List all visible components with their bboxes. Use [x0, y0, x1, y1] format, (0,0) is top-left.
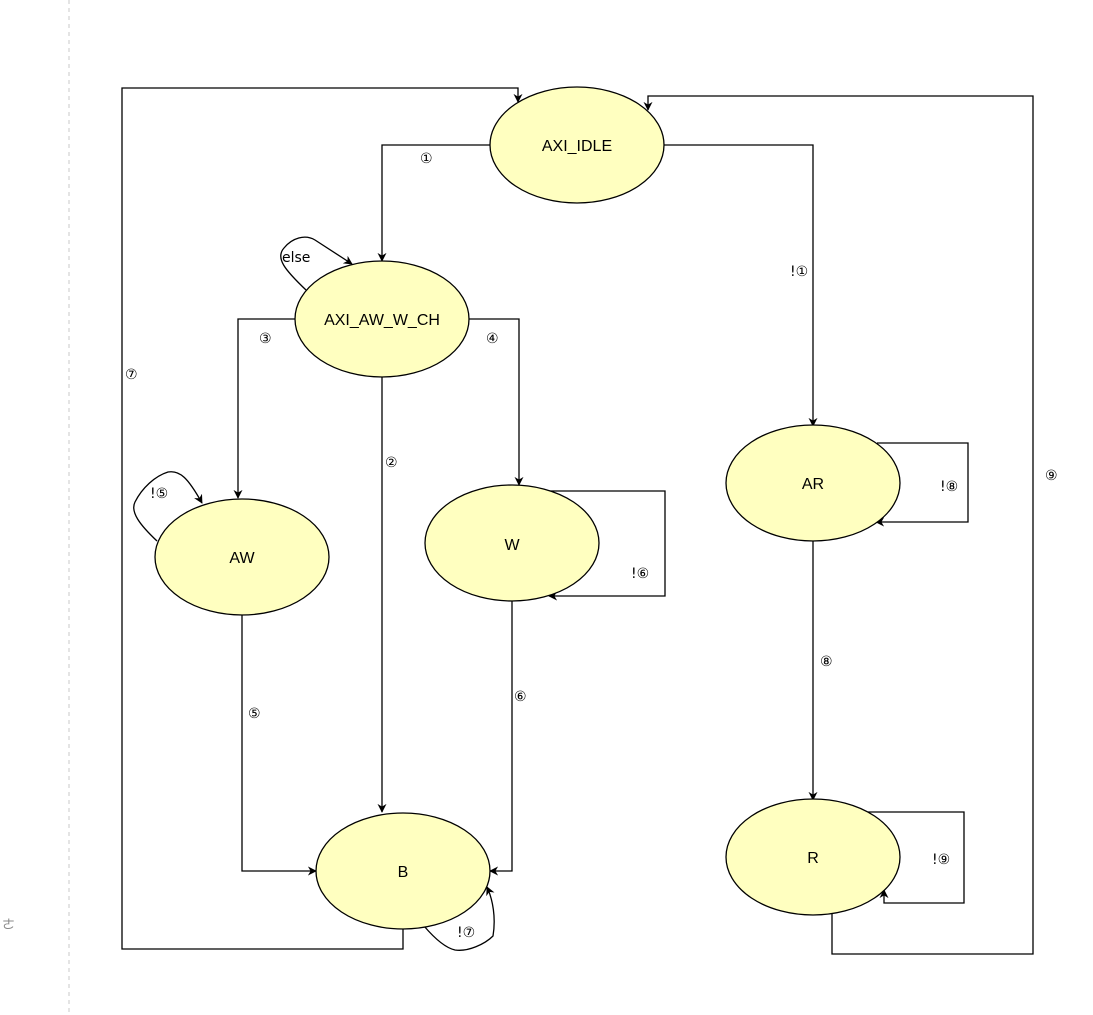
- edge-r-to-idle: [643, 95, 1034, 955]
- label-b-self: !⑦: [457, 925, 475, 941]
- label-ar-self: !⑧: [940, 479, 958, 495]
- label-awwch-to-w: ④: [486, 331, 499, 347]
- edge-w-to-b: [489, 601, 513, 876]
- label-w-to-b: ⑥: [514, 689, 527, 705]
- state-b-label: B: [398, 864, 409, 881]
- edge-w-self: [548, 490, 666, 601]
- side-mark-text: ㄜ: [2, 918, 15, 933]
- edge-idle-to-ar: [664, 144, 818, 427]
- edge-awwch-to-w: [469, 318, 524, 486]
- state-axi-idle[interactable]: AXI_IDLE: [489, 86, 665, 204]
- state-ar[interactable]: AR: [725, 424, 901, 542]
- label-b-to-idle: ⑦: [125, 367, 138, 383]
- edge-ar-self: [875, 442, 969, 527]
- label-idle-to-awwch: ①: [420, 151, 433, 167]
- state-b[interactable]: B: [315, 812, 491, 930]
- state-axi-aw-w-ch[interactable]: AXI_AW_W_CH: [294, 260, 470, 378]
- label-r-self: !⑨: [932, 852, 950, 868]
- edge-idle-to-awwch: [377, 144, 490, 262]
- label-r-to-idle: ⑨: [1045, 468, 1058, 484]
- edge-aw-self: [133, 471, 203, 542]
- label-w-self: !⑥: [631, 566, 649, 582]
- edge-aw-to-b: [241, 615, 317, 876]
- edge-b-self: [423, 886, 495, 951]
- label-idle-to-ar: !①: [790, 264, 808, 280]
- state-aw[interactable]: AW: [154, 498, 330, 616]
- label-awwch-self: else: [282, 250, 310, 266]
- state-w-label: W: [504, 537, 520, 554]
- label-ar-to-r: ⑧: [820, 654, 833, 670]
- label-awwch-to-aw: ③: [259, 331, 272, 347]
- state-axi-aw-w-ch-label: AXI_AW_W_CH: [324, 312, 440, 329]
- state-r-label: R: [807, 850, 819, 867]
- edge-awwch-to-aw: [233, 318, 296, 499]
- state-w[interactable]: W: [424, 484, 600, 602]
- edge-awwch-self: [280, 236, 353, 291]
- state-aw-label: AW: [229, 550, 255, 567]
- label-aw-to-b: ⑤: [248, 706, 261, 722]
- label-aw-self: !⑤: [150, 486, 168, 502]
- state-axi-idle-label: AXI_IDLE: [542, 138, 612, 155]
- edge-b-to-idle: [121, 87, 523, 950]
- state-r[interactable]: R: [725, 798, 901, 916]
- label-awwch-to-b: ②: [385, 455, 398, 471]
- edge-r-self: [868, 811, 965, 904]
- state-ar-label: AR: [802, 476, 824, 493]
